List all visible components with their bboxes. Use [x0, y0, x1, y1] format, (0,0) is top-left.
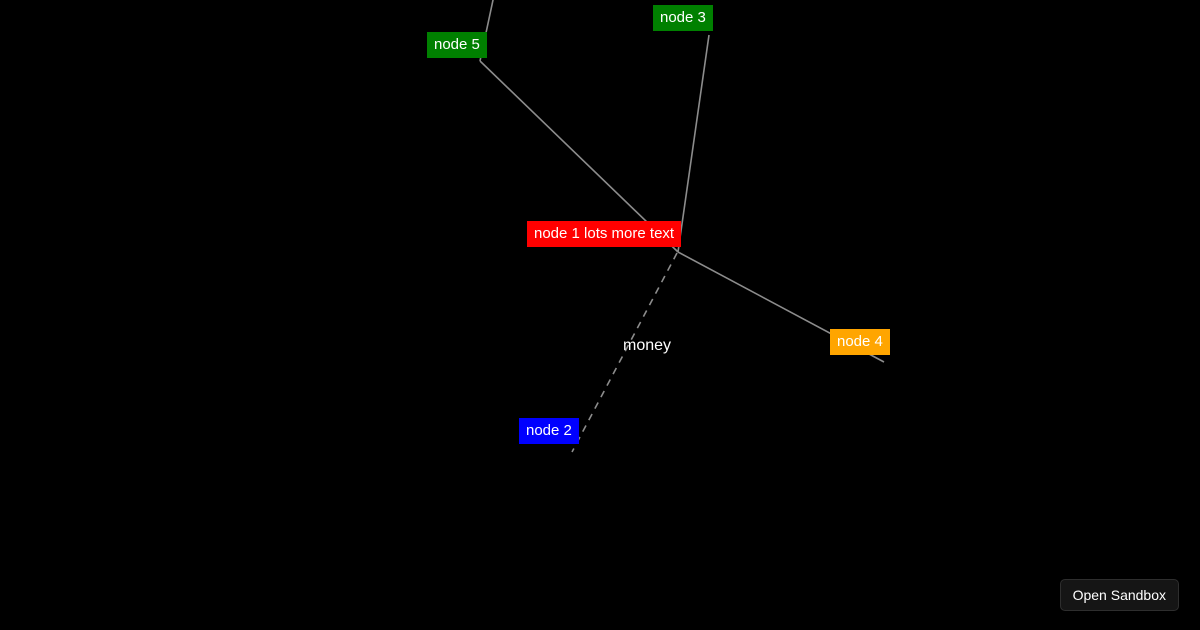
- edge-label-money: money: [623, 337, 672, 354]
- graph-node-1[interactable]: node 1 lots more text: [527, 221, 682, 247]
- edge-node5-to-node1: [479, 60, 679, 253]
- graph-node-4[interactable]: node 4: [830, 329, 890, 355]
- edge-node1-to-node2-dashed: [571, 252, 678, 453]
- open-sandbox-button[interactable]: Open Sandbox: [1059, 579, 1179, 611]
- graph-node-2[interactable]: node 2: [519, 418, 579, 444]
- graph-node-5[interactable]: node 5: [427, 32, 487, 58]
- graph-node-3[interactable]: node 3: [653, 5, 713, 31]
- edge-node3-to-node1: [677, 34, 710, 253]
